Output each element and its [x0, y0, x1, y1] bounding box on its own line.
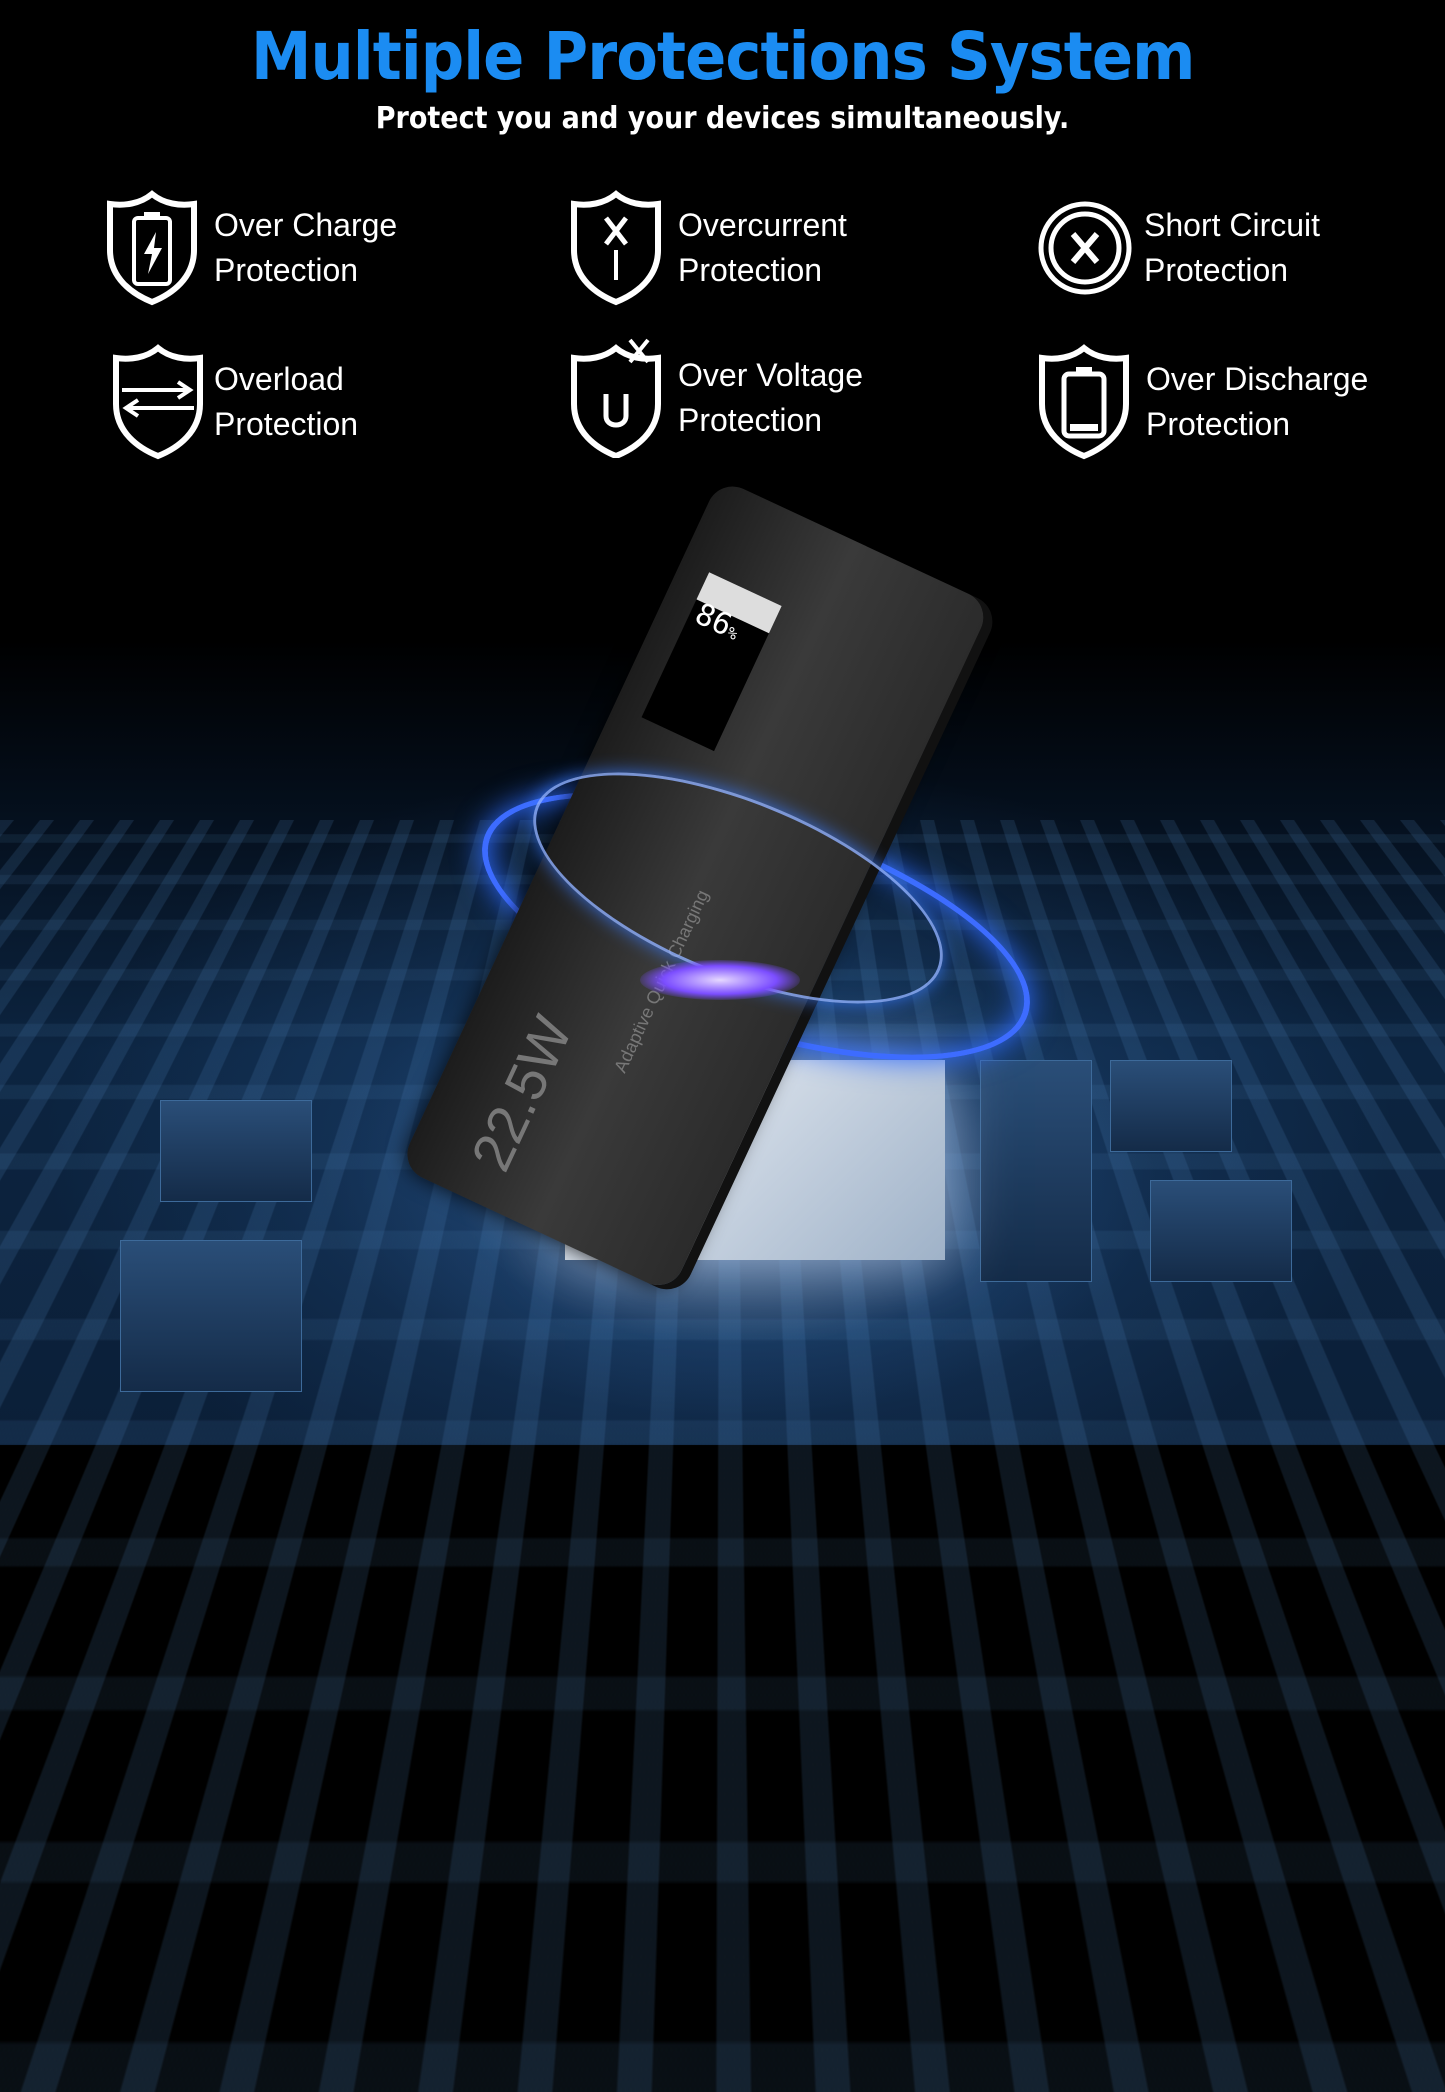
feature-title: Over Charge [214, 203, 397, 248]
feature-title: Over Discharge [1146, 357, 1368, 402]
feature-overload: OverloadProtection [110, 342, 358, 462]
circuit-chip [1110, 1060, 1232, 1152]
feature-overcurrent: OvercurrentProtection [568, 188, 847, 308]
battery-percent: 86% [690, 597, 746, 648]
circuit-chip [1150, 1180, 1292, 1282]
page-title: Multiple Protections System [251, 18, 1194, 95]
feature-subtitle: Protection [214, 248, 397, 293]
circuit-chip [980, 1060, 1092, 1282]
shield-voltage-x-icon [568, 338, 664, 458]
shield-battery-low-icon [1036, 342, 1132, 462]
shield-x-current-icon [568, 188, 664, 308]
feature-over-voltage: Over VoltageProtection [568, 338, 863, 458]
feature-subtitle: Protection [214, 402, 358, 447]
feature-title: Overload [214, 357, 358, 402]
feature-short-circuit: Short CircuitProtection [1030, 188, 1320, 308]
feature-over-discharge: Over DischargeProtection [1036, 342, 1368, 462]
feature-subtitle: Protection [1146, 402, 1368, 447]
feature-title: Overcurrent [678, 203, 847, 248]
feature-subtitle: Protection [1144, 248, 1320, 293]
shield-battery-bolt-icon [104, 188, 200, 308]
feature-over-charge: Over ChargeProtection [104, 188, 397, 308]
energy-glow [640, 960, 800, 1000]
circle-x-icon [1030, 188, 1140, 308]
page-subtitle: Protect you and your devices simultaneou… [72, 101, 1373, 136]
feature-title: Over Voltage [678, 353, 863, 398]
circuit-chip [120, 1240, 302, 1392]
feature-subtitle: Protection [678, 248, 847, 293]
shield-arrows-icon [110, 342, 206, 462]
feature-title: Short Circuit [1144, 203, 1320, 248]
circuit-chip [160, 1100, 312, 1202]
feature-subtitle: Protection [678, 398, 863, 443]
header: Multiple Protections System Protect you … [0, 18, 1445, 136]
